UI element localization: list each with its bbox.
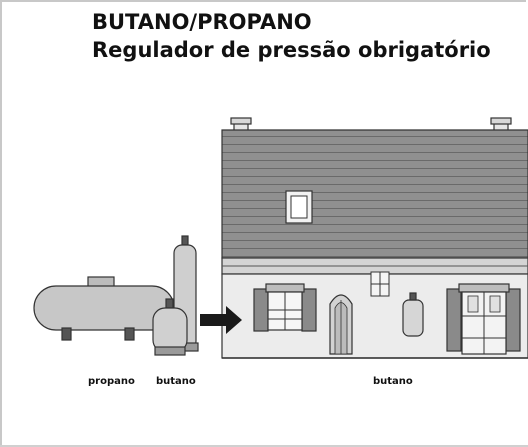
arrow-right-icon	[200, 306, 242, 334]
title-line-2: Regulador de pressão obrigatório	[92, 38, 491, 62]
butane-cylinder	[152, 298, 188, 356]
label-butano-house: butano	[373, 376, 413, 387]
panel-bottom-edge	[0, 445, 528, 447]
label-butano-left: butano	[156, 376, 196, 387]
label-propano: propano	[88, 376, 135, 387]
roof	[221, 129, 528, 259]
shutter	[253, 288, 269, 332]
house	[221, 117, 528, 359]
title-line-1: BUTANO/PROPANO	[92, 10, 312, 34]
butane-bottle-indoor	[402, 292, 424, 337]
